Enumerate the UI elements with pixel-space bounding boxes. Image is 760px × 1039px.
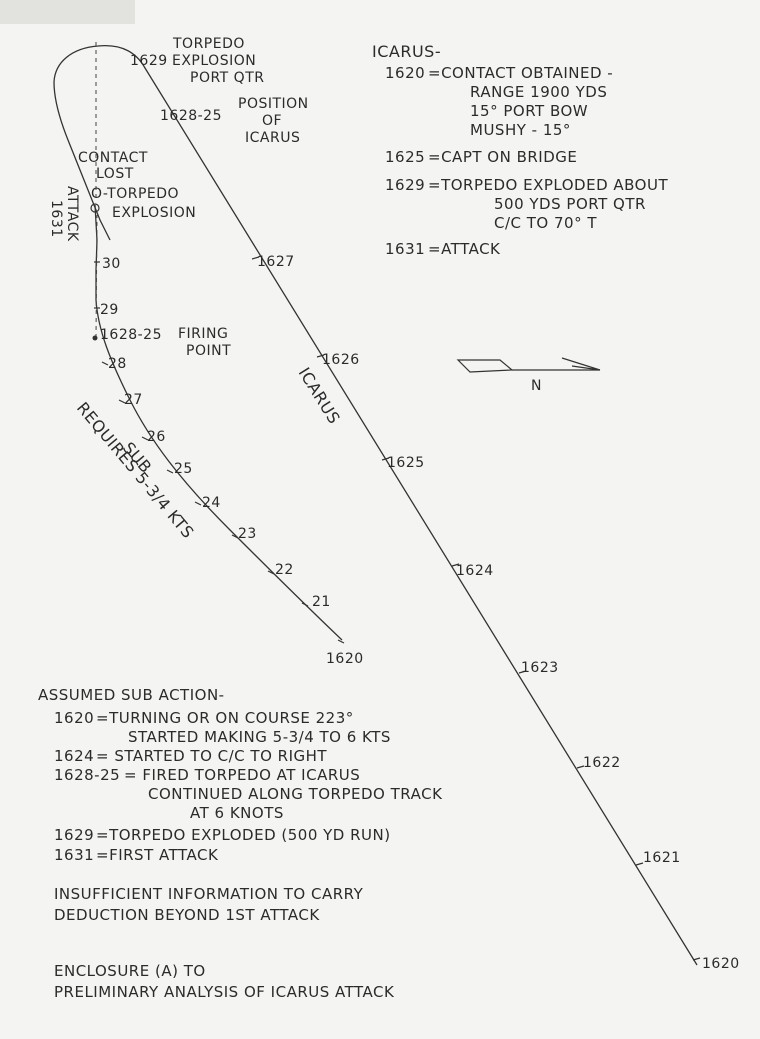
north-label: N: [531, 378, 542, 394]
firing-point-label: POINT: [186, 343, 231, 359]
sub-time-label: 26: [147, 429, 166, 445]
sub-time-label: 25: [174, 461, 193, 477]
sub-action-time: 1628-25: [54, 766, 120, 784]
attack-label: ATTACK: [64, 186, 80, 242]
tape-mark: [0, 0, 135, 24]
position-caption: OF: [262, 113, 282, 129]
contact-lost-label: LOST: [96, 166, 134, 182]
sub-torpedo-explosion-label: EXPLOSION: [112, 205, 196, 221]
sub-action-line: = FIRED TORPEDO AT ICARUS: [124, 766, 360, 784]
icarus-time-label: 1627: [257, 254, 295, 270]
icarus-time-label: 1625: [387, 455, 425, 471]
icarus-time-label: 1624: [456, 563, 494, 579]
icarus-time-label: 1628-25: [160, 108, 222, 124]
firing-point-label: FIRING: [178, 326, 228, 342]
icarus-log-time: 1631: [385, 240, 425, 258]
icarus-time-label: 1626: [322, 352, 360, 368]
sub-action-time: 1624: [54, 747, 94, 765]
icarus-log-line: =CONTACT OBTAINED -: [428, 64, 613, 82]
icarus-log-line: 15° PORT BOW: [470, 102, 588, 120]
sub-action-heading: ASSUMED SUB ACTION-: [38, 686, 225, 704]
icarus-log-line: 500 YDS PORT QTR: [494, 195, 646, 213]
icarus-log-line: =CAPT ON BRIDGE: [428, 148, 577, 166]
icarus-time-label: 1623: [521, 660, 559, 676]
conclusion-text: DEDUCTION BEYOND 1ST ATTACK: [54, 906, 320, 924]
torpedo-explosion-label: EXPLOSION: [172, 53, 256, 69]
icarus-tick: [576, 765, 585, 769]
icarus-log-line: C/C TO 70° T: [494, 214, 597, 232]
sub-tick: [118, 399, 126, 404]
torpedo-explosion-time: 1629: [130, 53, 168, 69]
enclosure-caption: PRELIMINARY ANALYSIS OF ICARUS ATTACK: [54, 983, 395, 1001]
sub-action-time: 1620: [54, 709, 94, 727]
icarus-tick: [451, 563, 460, 567]
icarus-tick: [635, 862, 644, 866]
sub-tick: [301, 602, 309, 607]
sub-tick: [141, 436, 149, 441]
explosion-marker: [90, 203, 100, 213]
torpedo-explosion-label: TORPEDO: [172, 36, 245, 52]
sub-action-line: =TURNING OR ON COURSE 223°: [96, 709, 354, 727]
position-caption: ICARUS: [245, 130, 300, 146]
icarus-log-time: 1620: [385, 64, 425, 82]
sub-tick: [267, 570, 275, 575]
sub-time-label: 27: [124, 392, 143, 408]
sub-time-label: 24: [202, 495, 221, 511]
sub-track-line: [94, 204, 343, 641]
sub-tick: [101, 361, 109, 366]
sub-action-line: CONTINUED ALONG TORPEDO TRACK: [148, 785, 443, 803]
torpedo-explosion-label: PORT QTR: [190, 70, 264, 86]
position-caption: POSITION: [238, 96, 309, 112]
sub-time-label: 30: [102, 256, 121, 272]
icarus-log-line: =ATTACK: [428, 240, 501, 258]
sub-tick: [337, 639, 345, 644]
icarus-track-name: ICARUS: [295, 364, 344, 427]
icarus-time-label: 1620: [702, 956, 740, 972]
enclosure-caption: ENCLOSURE (A) TO: [54, 962, 206, 980]
sub-action-line: = STARTED TO C/C TO RIGHT: [96, 747, 327, 765]
icarus-time-label: 1622: [583, 755, 621, 771]
icarus-log-heading: ICARUS-: [372, 42, 441, 61]
sub-action-line: AT 6 KNOTS: [190, 804, 284, 822]
icarus-tick: [316, 354, 325, 358]
icarus-log-time: 1625: [385, 148, 425, 166]
sub-torpedo-explosion-label: O-TORPEDO: [91, 186, 179, 202]
icarus-log-line: RANGE 1900 YDS: [470, 83, 607, 101]
icarus-track-line: [53, 44, 698, 966]
sub-time-label: 1620: [326, 651, 364, 667]
sub-time-label: 23: [238, 526, 257, 542]
firing-point-marker: [92, 335, 98, 341]
sub-tick: [194, 501, 202, 506]
sub-time-label: 1628-25: [100, 327, 162, 343]
icarus-log-line: =TORPEDO EXPLODED ABOUT: [428, 176, 668, 194]
icarus-tick: [518, 670, 527, 674]
sub-action-time: 1629: [54, 826, 94, 844]
sub-action-time: 1631: [54, 846, 94, 864]
sub-action-line: =FIRST ATTACK: [96, 846, 219, 864]
icarus-tick: [381, 457, 390, 461]
sub-time-label: 21: [312, 594, 331, 610]
icarus-tick: [692, 957, 701, 961]
icarus-log-time: 1629: [385, 176, 425, 194]
icarus-log-line: MUSHY - 15°: [470, 121, 571, 139]
conclusion-text: INSUFFICIENT INFORMATION TO CARRY: [54, 885, 364, 903]
sub-time-label: 22: [275, 562, 294, 578]
sub-action-line: STARTED MAKING 5-3/4 TO 6 KTS: [128, 728, 391, 746]
contact-lost-label: CONTACT: [78, 150, 148, 166]
icarus-tick: [251, 256, 260, 260]
north-arrow-icon: [456, 357, 601, 373]
sub-time-label: 28: [108, 356, 127, 372]
icarus-time-label: 1621: [643, 850, 681, 866]
sub-action-line: =TORPEDO EXPLODED (500 YD RUN): [96, 826, 391, 844]
attack-time: 1631: [48, 200, 64, 238]
sub-tick: [231, 534, 239, 539]
sub-tick: [166, 469, 174, 474]
sub-time-label: 29: [100, 302, 119, 318]
